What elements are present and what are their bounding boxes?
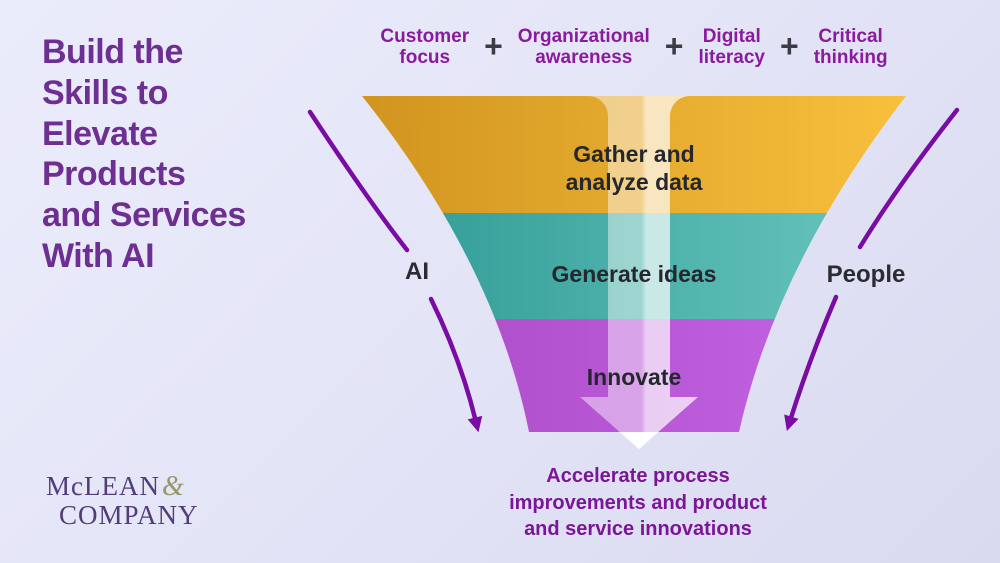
stage-label-gather: Gather and analyze data [565,141,703,195]
ai-arrow-lower [428,296,483,433]
logo-ampersand: & [161,471,185,502]
people-arrow-lower [784,294,839,432]
stage-label-generate: Generate ideas [551,261,717,287]
plus-icon: + [780,28,799,65]
skills-row: Customer focus + Organizational awarenes… [328,26,940,69]
page-title: Build the Skills to Elevate Products and… [42,33,246,275]
ai-label: AI [405,258,429,285]
skill-digital-literacy: Digital literacy [698,26,765,69]
people-label: People [826,261,906,288]
logo-line1: McLEAN& [46,471,185,502]
skill-customer-focus: Customer focus [380,26,470,69]
stage-label-innovate: Innovate [586,364,682,390]
logo-line2: COMPANY [59,500,199,531]
skill-organizational-awareness: Organizational awareness [517,26,650,69]
people-arrow-upper [857,107,960,250]
center-flow-arrow-tip [619,432,659,449]
ai-arrow-upper [307,109,410,253]
outcome-caption: Accelerate process improvements and prod… [509,465,767,541]
company-logo: McLEAN& COMPANY [46,472,199,529]
center-flow-arrow [580,96,698,449]
plus-icon: + [664,28,684,65]
plus-icon: + [484,28,503,65]
skill-critical-thinking: Critical thinking [813,26,888,69]
